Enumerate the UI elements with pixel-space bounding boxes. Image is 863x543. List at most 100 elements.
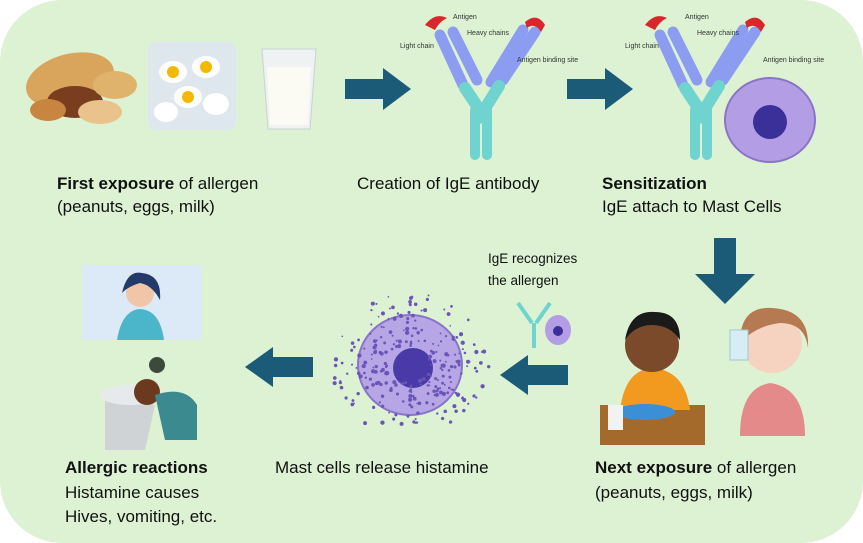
histamine-granule: [333, 357, 339, 362]
histamine-granule: [454, 409, 458, 413]
histamine-granule: [428, 381, 431, 384]
first-exposure-foods: (peanuts, eggs, milk): [57, 197, 215, 216]
histamine-granule: [379, 369, 383, 373]
histamine-granule: [432, 359, 437, 364]
histamine-granule: [350, 402, 355, 407]
ige-recognizes-image: [516, 301, 571, 348]
histamine-granule: [431, 350, 436, 355]
histamine-granule: [439, 359, 442, 362]
histamine-granule: [409, 296, 413, 300]
mast-cell-release-image: [332, 294, 491, 426]
histamine-granule: [363, 360, 368, 365]
histamine-granule: [468, 360, 471, 363]
histamine-granule: [444, 352, 449, 357]
histamine-granule: [370, 308, 373, 312]
histamine-granule: [372, 405, 376, 409]
histamine-granule: [392, 417, 396, 421]
ige-antibody-image: Antigen Heavy chains Light chain Antigen…: [400, 14, 578, 160]
histamine-granule: [463, 351, 467, 355]
histamine-granule: [459, 332, 464, 337]
histamine-granule: [370, 301, 375, 306]
histamine-granule: [437, 344, 440, 347]
histamine-granule: [433, 393, 436, 397]
histamine-granule: [382, 326, 385, 329]
reactions-title: Allergic reactions: [65, 458, 208, 477]
histamine-granule: [355, 366, 358, 369]
histamine-granule: [394, 383, 398, 387]
histamine-granule: [454, 353, 457, 356]
histamine-granule: [451, 335, 455, 339]
histamine-granule: [452, 338, 455, 342]
histamine-granule: [397, 339, 402, 344]
histamine-granule: [387, 317, 390, 320]
histamine-granule: [408, 403, 412, 407]
histamine-granule: [436, 387, 440, 391]
histamine-granule: [406, 415, 409, 418]
histamine-granule: [472, 343, 476, 346]
histamine-granule: [332, 381, 337, 386]
histamine-granule: [416, 331, 420, 335]
histamine-granule: [457, 363, 461, 367]
histamine-granule: [410, 334, 414, 338]
histamine-granule: [338, 381, 342, 385]
histamine-granule: [387, 296, 390, 298]
histamine-granule: [416, 411, 420, 415]
histamine-granule: [439, 387, 442, 390]
histamine-granule: [441, 416, 445, 421]
histamine-granule: [431, 402, 435, 406]
histamine-granule: [344, 396, 348, 400]
histamine-granule: [448, 420, 453, 424]
histamine-granule: [350, 348, 354, 352]
histamine-granule: [407, 397, 413, 402]
histamine-granule: [455, 336, 459, 339]
histamine-granule: [353, 345, 356, 349]
histamine-granule: [380, 420, 385, 425]
histamine-granule: [417, 401, 422, 406]
histamine-granule: [487, 364, 491, 369]
histamine-granule: [380, 325, 383, 328]
histamine-granule: [450, 388, 453, 391]
histamine-granule: [439, 332, 442, 335]
histamine-granule: [369, 333, 372, 335]
histamine-granule: [391, 305, 395, 310]
reactions-text: Histamine causes: [65, 483, 200, 502]
histamine-granule: [357, 353, 362, 358]
heavy-chains-label: Heavy chains: [467, 30, 510, 37]
histamine-granule: [380, 394, 385, 398]
histamine-granule: [413, 397, 417, 401]
histamine-granule: [473, 366, 477, 370]
histamine-granule: [419, 383, 422, 386]
vomiting-person-image: [100, 357, 197, 450]
histamine-granule: [384, 381, 388, 385]
histamine-granule: [456, 359, 461, 365]
histamine-granule: [482, 349, 487, 354]
histamine-granule: [399, 421, 404, 426]
histamine-granule: [398, 381, 401, 383]
histamine-granule: [408, 303, 412, 307]
histamine-granule: [438, 390, 443, 395]
histamine-granule: [368, 377, 372, 381]
histamine-granule: [370, 353, 373, 356]
recognize-text-2: the allergen: [488, 273, 559, 288]
histamine-granule: [396, 312, 400, 315]
histamine-granule: [414, 327, 418, 330]
histamine-granule: [449, 325, 452, 327]
histamine-granule: [441, 374, 445, 378]
histamine-granule: [402, 329, 405, 332]
histamine-granule: [441, 363, 446, 368]
binding-site-label: Antigen binding site: [517, 57, 578, 64]
histamine-granule: [412, 394, 415, 398]
histamine-granule: [435, 389, 439, 393]
histamine-granule: [405, 320, 410, 324]
eggs-image: [148, 42, 236, 130]
histamine-granule: [390, 347, 394, 351]
arrow-left-icon: [245, 347, 313, 387]
arrow-down-icon: [695, 238, 755, 304]
histamine-granule: [374, 364, 378, 369]
histamine-granule: [417, 340, 420, 342]
histamine-granule: [480, 384, 485, 389]
histamine-granule: [443, 383, 446, 386]
histamine-granule: [332, 376, 337, 380]
histamine-granule: [446, 391, 450, 395]
histamine-granule: [435, 351, 438, 354]
